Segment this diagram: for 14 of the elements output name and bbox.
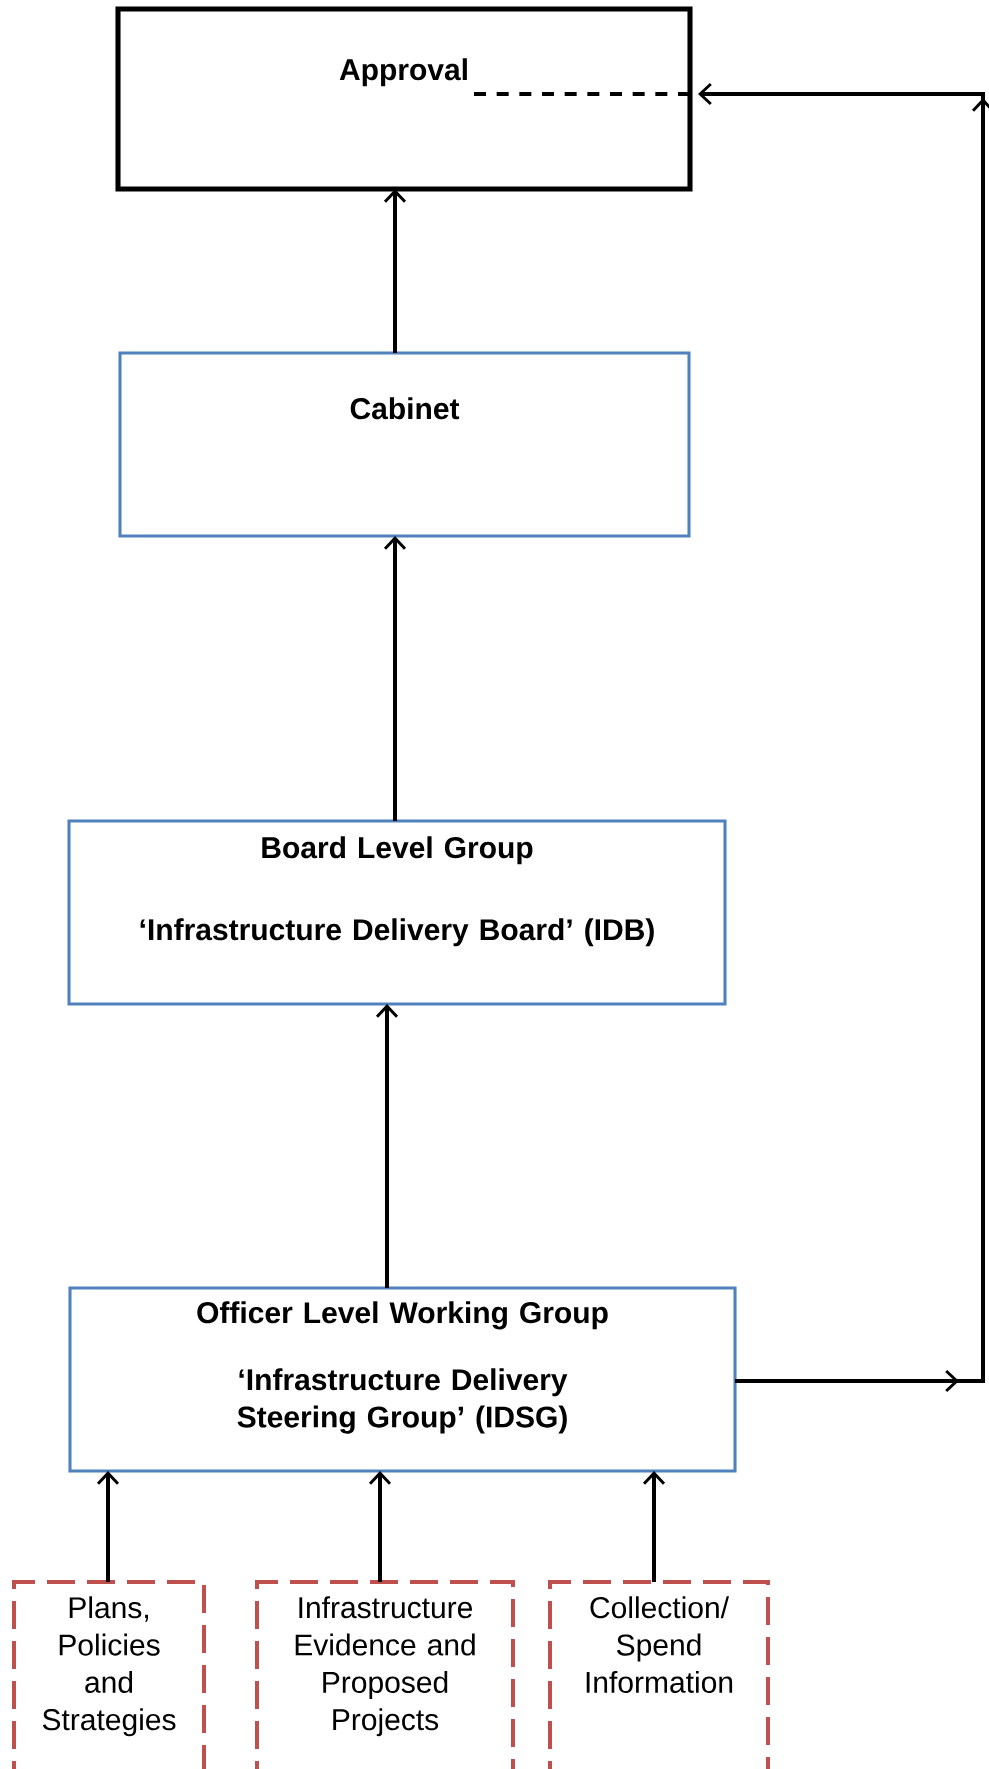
arrow: [96, 1471, 120, 1582]
arrow: [642, 1471, 666, 1582]
input-box: Plans, Policies and Strategies: [12, 1580, 206, 1769]
input-box: Collection/ Spend Information: [548, 1580, 770, 1769]
group-box: Board Level Group ‘Infrastructure Delivery Board’ (IDB): [67, 819, 727, 1006]
group-box: Cabinet: [118, 351, 691, 538]
approval-box: Approval: [115, 6, 693, 192]
arrow: [368, 1471, 392, 1582]
input-box: Infrastructure Evidence and Proposed Projects: [255, 1580, 515, 1769]
arrow: [698, 82, 989, 1393]
arrow: [383, 189, 407, 353]
arrow: [383, 536, 407, 821]
group-box: Officer Level Working Group ‘Infrastructure Delivery Steering Group’ (IDSG): [68, 1286, 737, 1473]
arrow: [375, 1004, 399, 1288]
